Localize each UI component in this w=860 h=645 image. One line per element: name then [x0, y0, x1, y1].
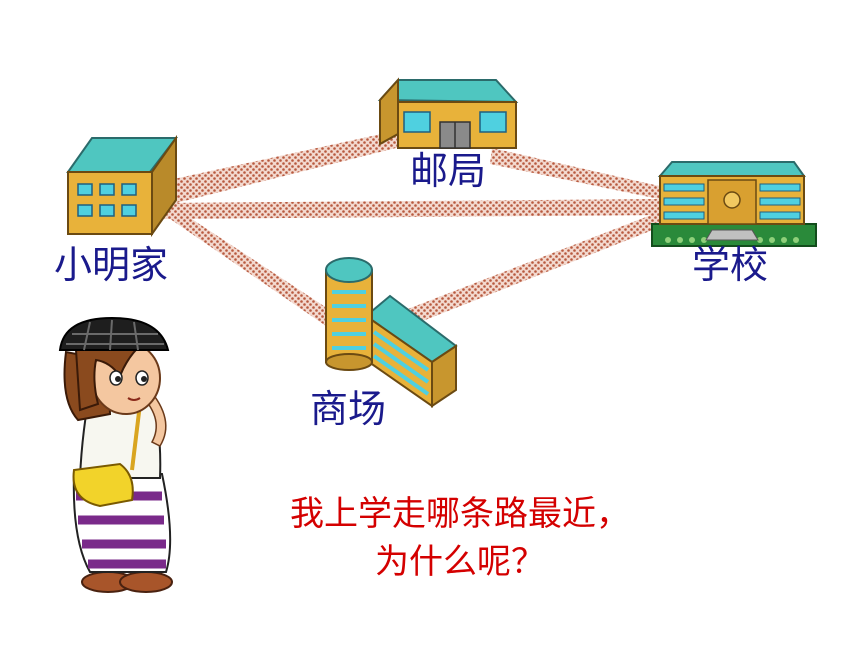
- place-label-post-office: 邮局: [410, 149, 487, 193]
- mall-icon: [325, 257, 458, 408]
- house-icon: [66, 134, 179, 238]
- roads: [160, 130, 668, 326]
- question-line-2: 为什么呢？: [375, 542, 545, 582]
- road-home-to-school: [164, 199, 666, 219]
- road-post-to-school: [490, 148, 668, 200]
- place-label-home: 小明家: [54, 243, 169, 287]
- place-label-mall: 商场: [310, 387, 387, 431]
- post-office-icon: [377, 77, 519, 149]
- road-home-to-post: [160, 130, 404, 206]
- place-label-school: 学校: [692, 243, 769, 287]
- road-home-to-mall: [160, 206, 336, 326]
- question-line-1: 我上学走哪条路最近，: [290, 494, 630, 534]
- school-icon: [651, 161, 817, 247]
- question-text: 我上学走哪条路最近， 为什么呢？: [200, 490, 720, 586]
- girl-character: [58, 316, 173, 593]
- road-mall-to-school: [400, 210, 668, 326]
